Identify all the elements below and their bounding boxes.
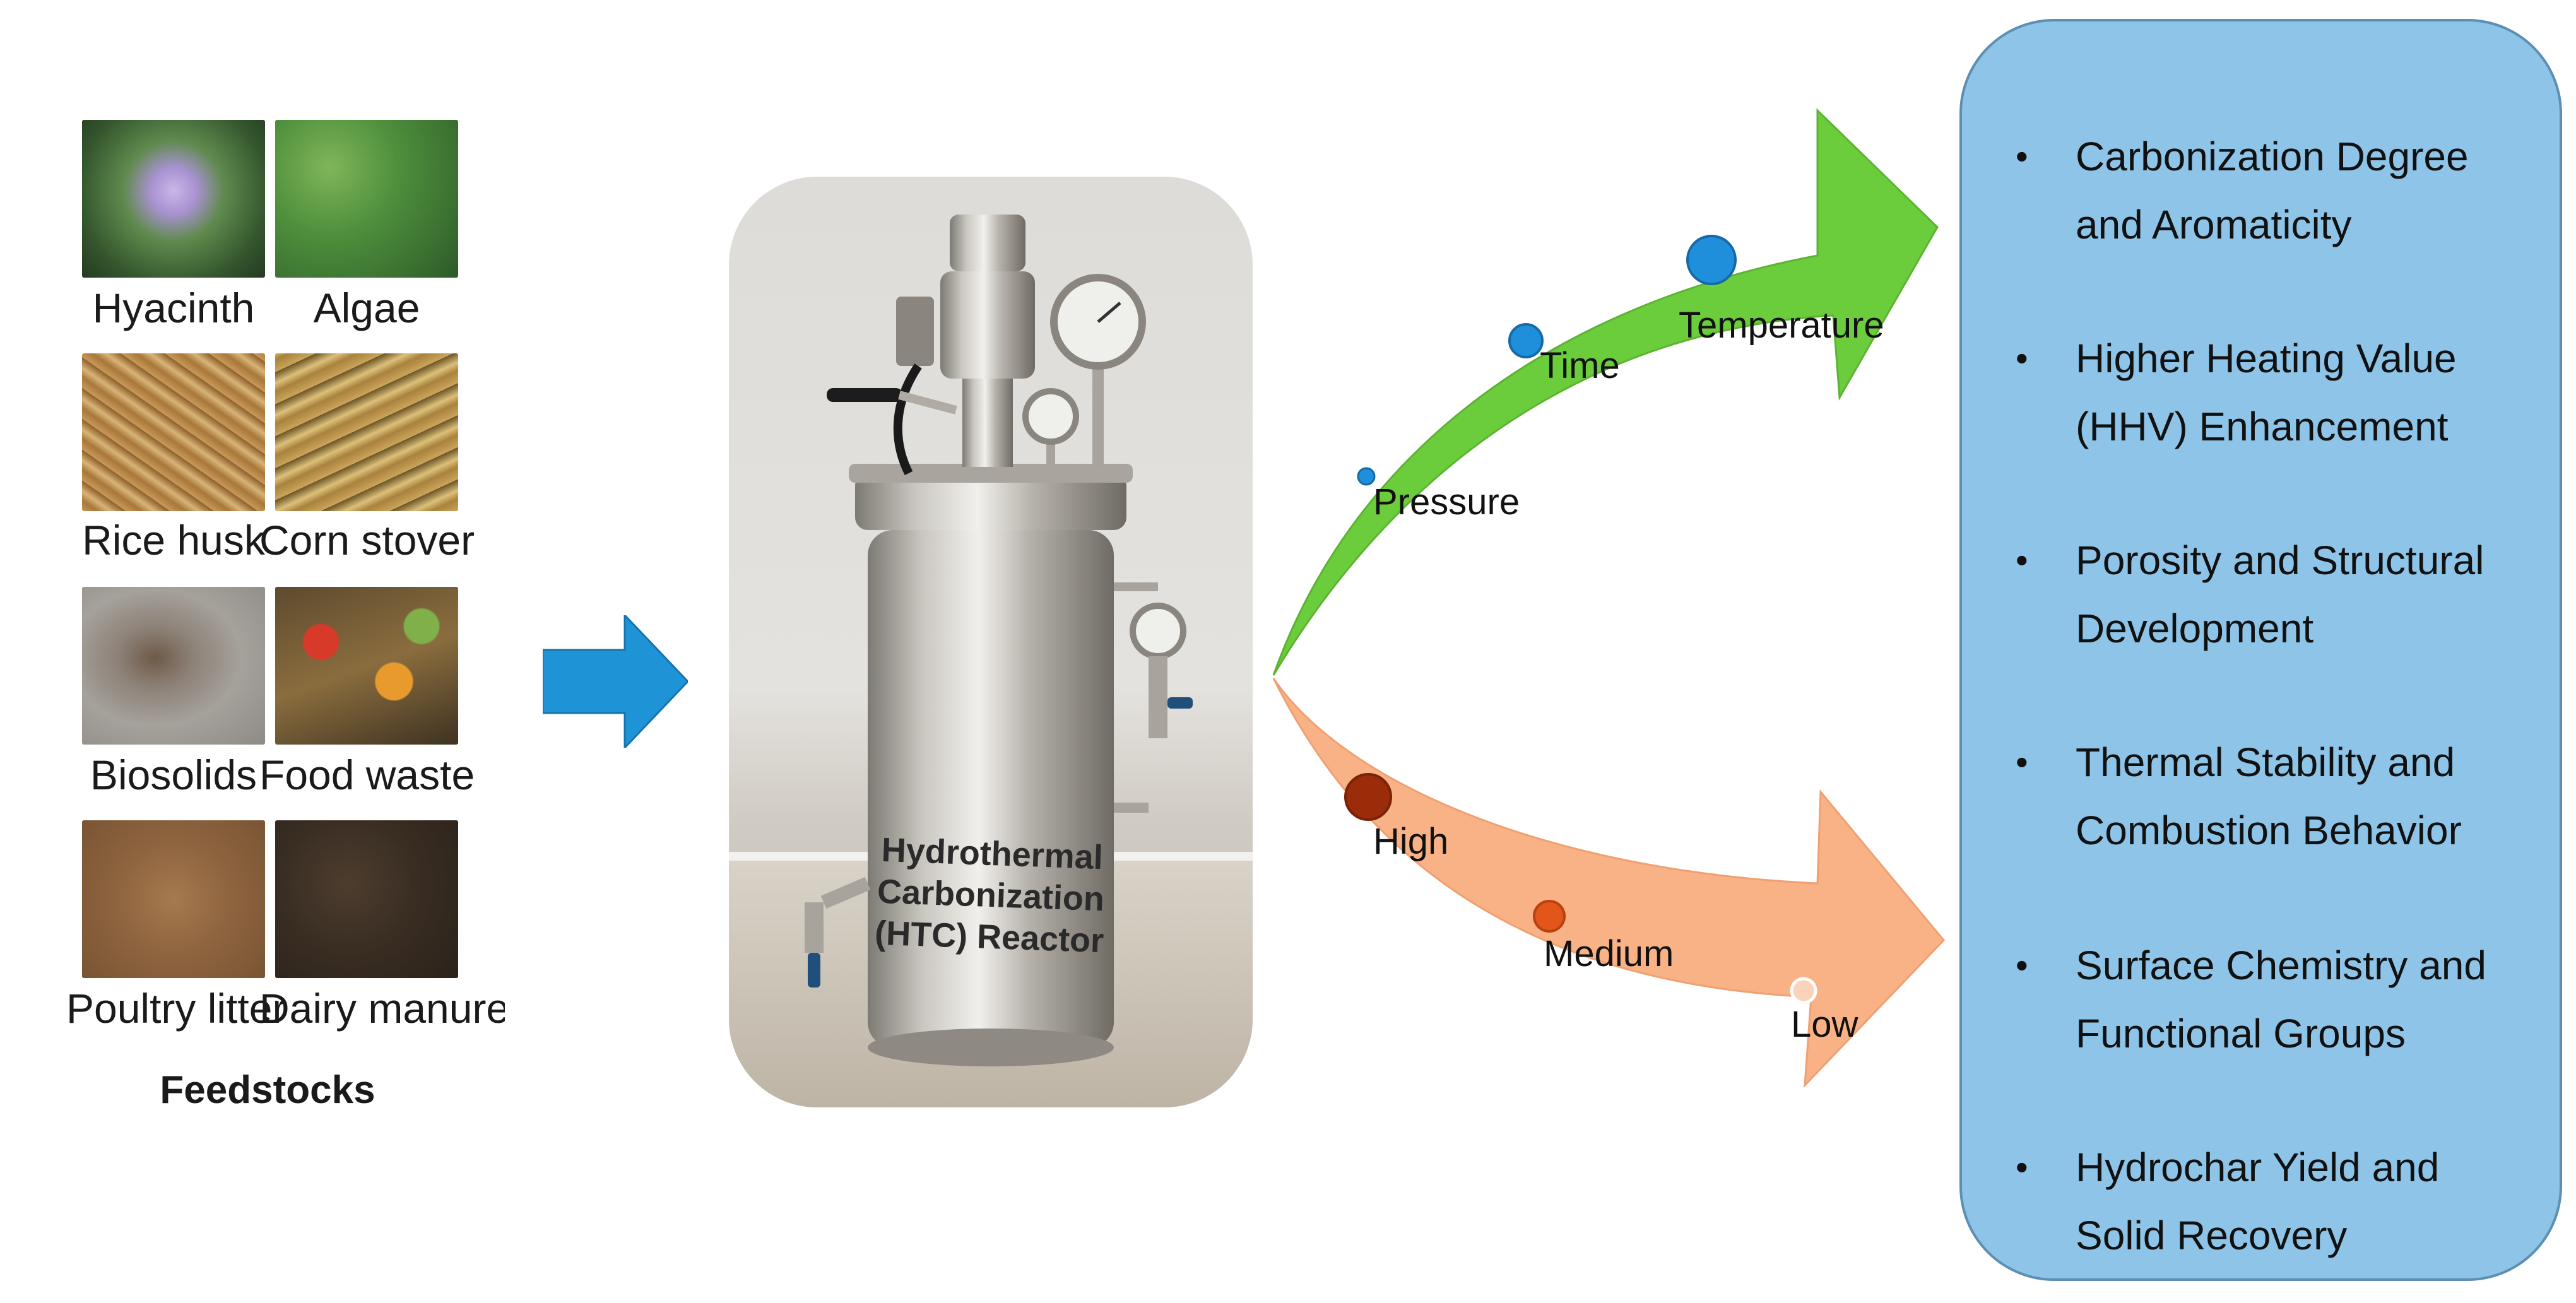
property-line-2: Functional Groups [2076,1011,2406,1056]
property-line-2: Development [2076,606,2314,651]
hyacinth-image [82,120,265,278]
feedstocks-title: Feedstocks [160,1068,375,1112]
bullet-icon: • [2016,945,2028,985]
hydrochar-properties-panel: • Carbonization Degree and Aromaticity •… [1959,19,2562,1281]
temperature-dot [1686,235,1737,285]
feedstock-label-food-waste: Food waste [259,752,475,798]
feedstock-label-algae: Algae [313,285,420,331]
food-waste-image [275,587,458,745]
time-dot [1508,323,1544,358]
bullet-icon: • [2016,742,2028,782]
medium-dot [1533,900,1566,933]
property-line-1: Carbonization Degree [2076,134,2469,179]
feedstock-label-poultry-litter: Poultry litter [66,985,287,1032]
input-arrow-shape [543,615,688,748]
property-item: • Porosity and Structural Development [2016,526,2543,663]
property-line-1: Hydrochar Yield and [2076,1145,2440,1190]
htc-reactor-image: Hydrothermal Carbonization (HTC) Reactor [729,177,1253,1107]
property-item: • Carbonization Degree and Aromaticity [2016,122,2543,259]
time-label: Time [1540,345,1620,386]
pressure-dot [1357,467,1376,486]
property-line-1: Higher Heating Value [2076,336,2457,381]
properties-list: • Carbonization Degree and Aromaticity •… [1962,21,2560,1278]
feedstock-label-hyacinth: Hyacinth [92,285,255,331]
property-item: • Higher Heating Value (HHV) Enhancement [2016,324,2543,461]
corn-stover-image [275,353,458,511]
property-line-2: (HHV) Enhancement [2076,404,2449,449]
property-line-1: Porosity and Structural [2076,538,2484,583]
medium-label: Medium [1544,933,1674,974]
biosolids-image [82,587,265,745]
feedstock-label-corn-stover: Corn stover [259,517,475,563]
property-item: • Surface Chemistry and Functional Group… [2016,931,2543,1068]
high-label: High [1373,821,1449,862]
parameter-arrow [1272,108,1939,676]
pressure-label: Pressure [1373,481,1520,522]
feedstocks-panel: Hyacinth Algae Rice husk Corn stover Bio… [30,95,505,1167]
reactor-illustration [729,215,1253,1107]
bullet-icon: • [2016,540,2028,580]
property-line-2: Combustion Behavior [2076,808,2462,853]
poultry-litter-image [82,820,265,978]
property-line-1: Surface Chemistry and [2076,943,2486,988]
bullet-icon: • [2016,338,2028,378]
feedstocks-card-background: Hyacinth Algae Rice husk Corn stover Bio… [30,95,505,1167]
feedstock-label-dairy-manure: Dairy manure [259,985,510,1032]
property-item: • Hydrochar Yield and Solid Recovery [2016,1133,2543,1270]
feedstock-label-rice-husk: Rice husk [82,517,265,563]
bullet-icon: • [2016,136,2028,176]
input-arrow [543,615,688,748]
low-label: Low [1791,1004,1858,1045]
feedstock-label-biosolids: Biosolids [90,752,257,798]
bullet-icon: • [2016,1147,2028,1187]
level-arrow [1272,678,1946,1088]
dairy-manure-image [275,820,458,978]
algae-image [275,120,458,278]
property-item: • Thermal Stability and Combustion Behav… [2016,728,2543,864]
property-line-1: Thermal Stability and [2076,740,2455,785]
property-line-2: and Aromaticity [2076,202,2352,247]
temperature-label: Temperature [1679,305,1884,346]
property-line-2: Solid Recovery [2076,1213,2348,1258]
low-dot [1790,977,1817,1005]
rice-husk-image [82,353,265,511]
high-dot [1344,773,1392,821]
